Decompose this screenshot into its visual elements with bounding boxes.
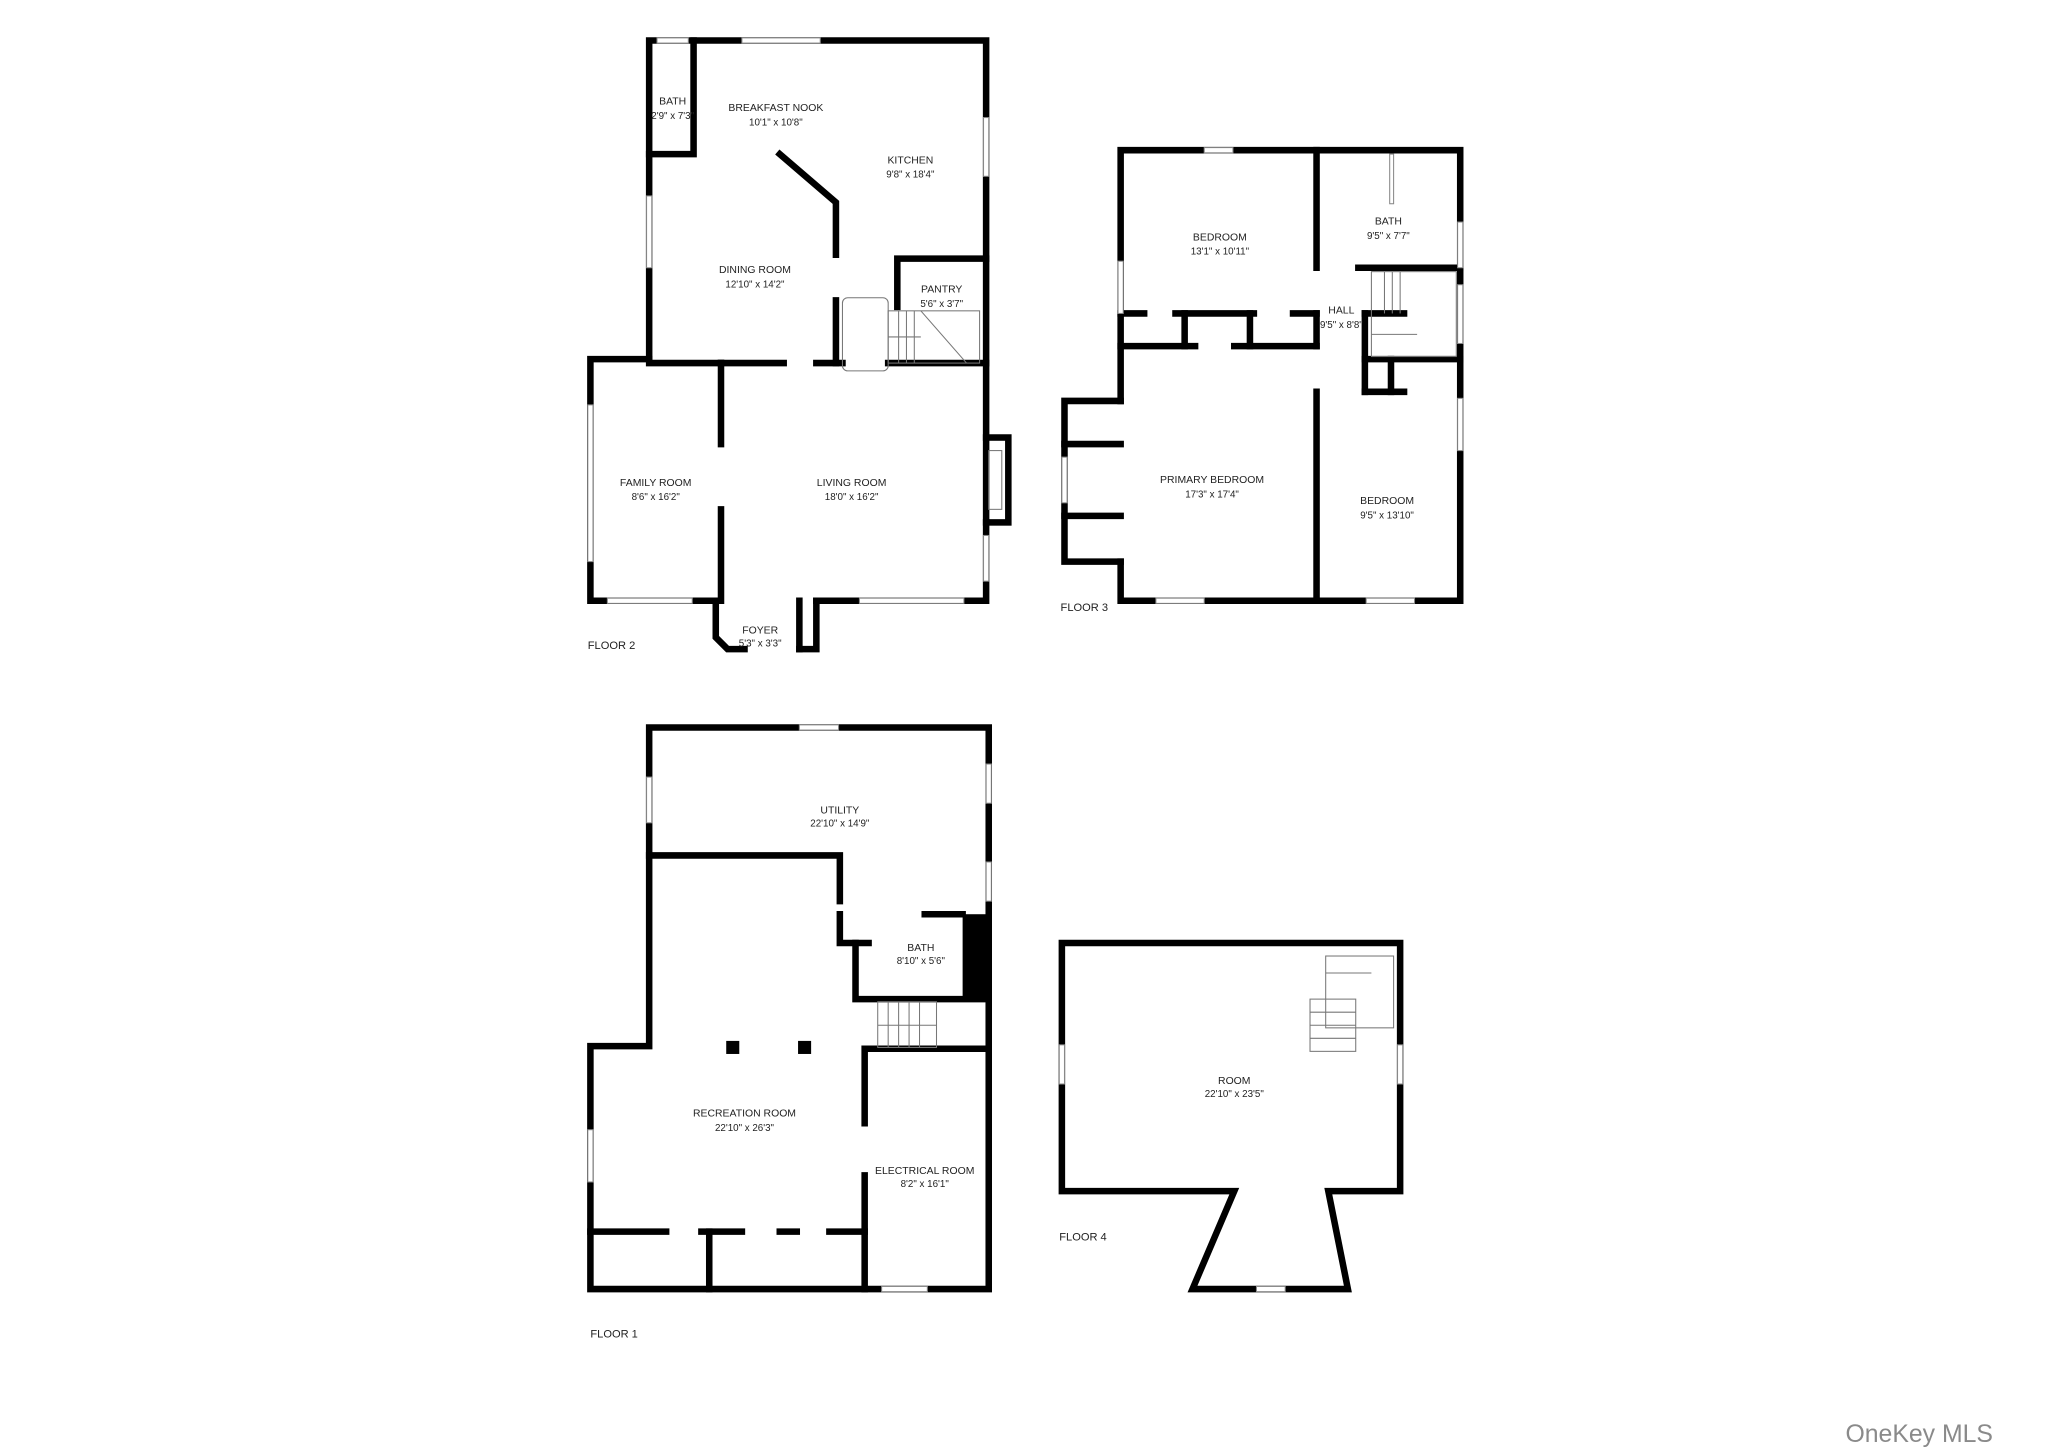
room-dims: 8'10" x 5'6" (897, 956, 946, 967)
room-name: RECREATION ROOM (693, 1109, 796, 1120)
room-dims: 12'10" x 14'2" (725, 279, 785, 290)
room-dims: 9'5" x 8'8" (1320, 320, 1363, 331)
room-name: BATH (1375, 217, 1402, 228)
room-dims: 9'5" x 7'7" (1367, 231, 1410, 242)
fireplace (982, 434, 1012, 526)
room-name: BATH (659, 96, 686, 107)
floor-label: FLOOR 4 (1059, 1232, 1106, 1244)
room-dims: 18'0" x 16'2" (825, 492, 879, 503)
floor-label: FLOOR 3 (1061, 602, 1108, 614)
room-dims: 5'3" x 3'3" (739, 638, 782, 649)
chimney-block (962, 914, 989, 1000)
room-name: FOYER (742, 625, 778, 636)
room-dims: 10'1" x 10'8" (749, 117, 803, 128)
room-dims: 5'6" x 3'7" (920, 299, 963, 310)
room-dims: 9'8" x 18'4" (886, 170, 935, 181)
room-name: ROOM (1218, 1076, 1250, 1087)
room-dims: 2'9" x 7'3" (651, 111, 694, 122)
room-dims: 17'3" x 17'4" (1185, 490, 1239, 501)
support-column (726, 1040, 740, 1054)
room-name: BREAKFAST NOOK (728, 103, 823, 114)
floor-2-plan: BATH 2'9" x 7'3" BREAKFAST NOOK 10'1" x … (587, 37, 1012, 653)
floor-3-plan: BEDROOM 13'1" x 10'11" BATH 9'5" x 7'7" … (1061, 146, 1464, 614)
room-name: KITCHEN (887, 155, 933, 166)
room-dims: 8'6" x 16'2" (632, 492, 681, 503)
room-name: FAMILY ROOM (620, 478, 692, 489)
room-name: ELECTRICAL ROOM (875, 1166, 974, 1177)
staircase (841, 297, 981, 372)
room-name: HALL (1328, 305, 1354, 316)
room-name: UTILITY (820, 806, 859, 817)
staircase (877, 1001, 938, 1048)
room-dims: 8'2" x 16'1" (901, 1179, 950, 1190)
room-dims: 13'1" x 10'11" (1191, 247, 1250, 258)
floor-4-plan: ROOM 22'10" x 23'5" FLOOR 4 (1058, 939, 1404, 1293)
watermark: OneKey MLS (1845, 1421, 1992, 1448)
staircase (1370, 271, 1457, 358)
room-name: BEDROOM (1360, 496, 1414, 507)
staircase (1309, 955, 1395, 1052)
room-dims: 9'5" x 13'10" (1360, 510, 1414, 521)
room-name: BEDROOM (1193, 232, 1247, 243)
room-name: LIVING ROOM (817, 478, 887, 489)
room-name: PANTRY (921, 285, 962, 296)
floor-1-plan: UTILITY 22'10" x 14'9" BATH 8'10" x 5'6"… (587, 724, 993, 1340)
floor-label: FLOOR 1 (590, 1328, 637, 1340)
support-column (798, 1040, 812, 1054)
room-dims: 22'10" x 26'3" (715, 1123, 775, 1134)
floor-label: FLOOR 2 (588, 640, 635, 652)
room-name: PRIMARY BEDROOM (1160, 475, 1264, 486)
room-name: BATH (907, 943, 934, 954)
room-dims: 22'10" x 23'5" (1205, 1089, 1265, 1100)
room-name: DINING ROOM (719, 265, 791, 276)
room-dims: 22'10" x 14'9" (810, 819, 870, 830)
